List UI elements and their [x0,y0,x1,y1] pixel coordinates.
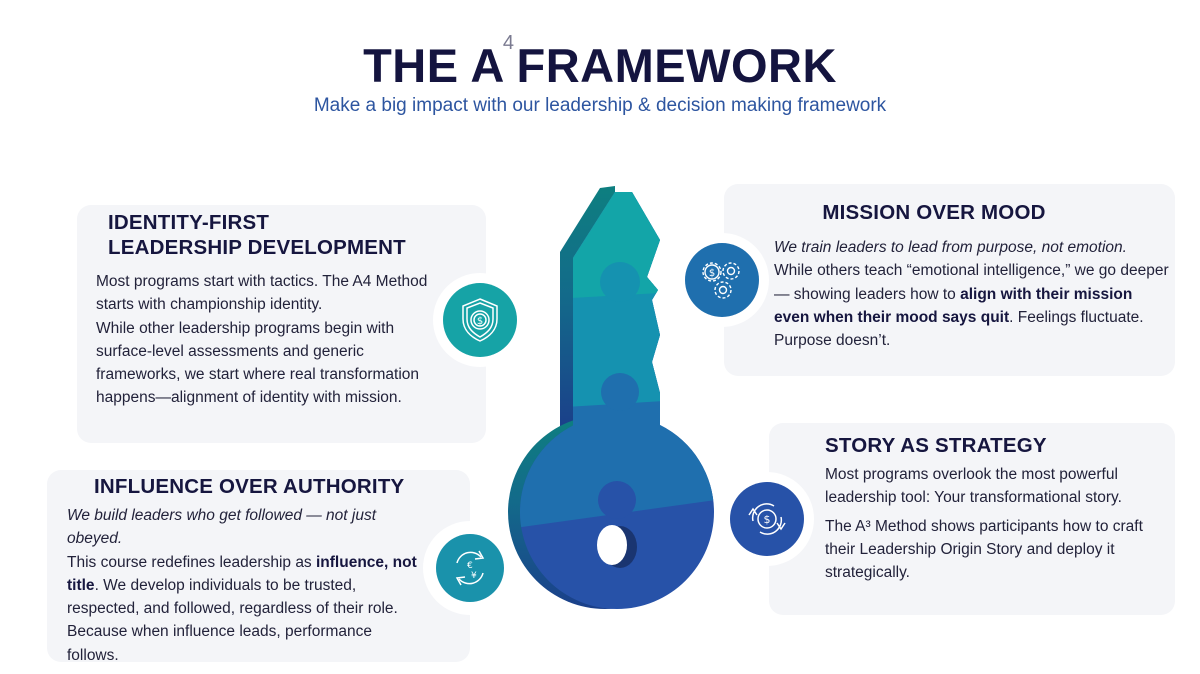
bold-text: align with their mission even when their… [774,285,1133,326]
page-subtitle: Make a big impact with our leadership & … [313,95,887,116]
dollar-cycle-icon: $ [730,482,804,556]
text: This course redefines leadership as [67,553,316,571]
puzzle-knob [600,262,640,302]
panel-title: STORY AS STRATEGY [825,434,1047,457]
paragraph: This course redefines leadership as infl… [67,551,417,667]
paragraph: Most programs start with tactics. The A4… [96,273,428,314]
panel-title: IDENTITY-FIRST LEADERSHIP DEVELOPMENT [108,210,406,260]
svg-text:$: $ [477,316,483,327]
paragraph: We build leaders who get followed — not … [67,504,412,551]
text: . Feelings fluctuate. Purpose doesn’t. [774,308,1144,350]
page-title: THE A4FRAMEWORK [0,32,1200,93]
gears-dollar-icon: $ [685,243,759,317]
paragraph: Most programs overlook the most powerful… [825,466,1122,507]
paragraph: We train leaders to lead from purpose, n… [774,236,1169,259]
svg-text:$: $ [709,268,715,279]
panel-identity-first: IDENTITY-FIRST LEADERSHIP DEVELOPMENT Mo… [77,205,486,443]
title-text: FRAMEWORK [516,39,837,92]
panel-title: INFLUENCE OVER AUTHORITY [94,475,405,498]
panel-story-as-strategy: STORY AS STRATEGY Most programs overlook… [769,423,1175,615]
puzzle-knob [598,481,636,519]
panel-body: Most programs start with tactics. The A4… [96,270,461,410]
panel-mission-over-mood: MISSION OVER MOOD We train leaders to le… [724,184,1175,376]
italic-text: We build leaders who get followed — not … [67,507,377,548]
panel-body: We build leaders who get followed — not … [67,504,417,667]
italic-text: We train leaders to lead from purpose, n… [774,239,1127,256]
keyhole [597,525,627,565]
text: . We develop individuals to be trusted, … [67,576,398,664]
paragraph: While other leadership programs begin wi… [96,319,420,407]
currency-exchange-icon: €¥ [436,534,504,602]
bold-text: influence, not title [67,553,417,594]
title-line: LEADERSHIP DEVELOPMENT [108,236,406,259]
title-superscript: 4 [502,32,515,54]
panel-body: Most programs overlook the most powerful… [825,463,1170,584]
svg-text:¥: ¥ [471,571,477,581]
title-line: IDENTITY-FIRST [108,211,270,234]
panel-title: MISSION OVER MOOD [822,201,1046,224]
shield-dollar-icon: $ [443,283,517,357]
svg-text:$: $ [764,513,771,526]
paragraph: The A³ Method shows participants how to … [825,517,1143,582]
text: While others teach “emotional intelligen… [774,262,1169,303]
title-text: THE A [363,39,505,92]
panel-body: We train leaders to lead from purpose, n… [774,236,1169,352]
puzzle-knob [601,373,639,411]
panel-influence-over-authority: INFLUENCE OVER AUTHORITY We build leader… [47,470,470,664]
paragraph: While others teach “emotional intelligen… [774,259,1169,352]
svg-text:€: € [467,561,473,571]
